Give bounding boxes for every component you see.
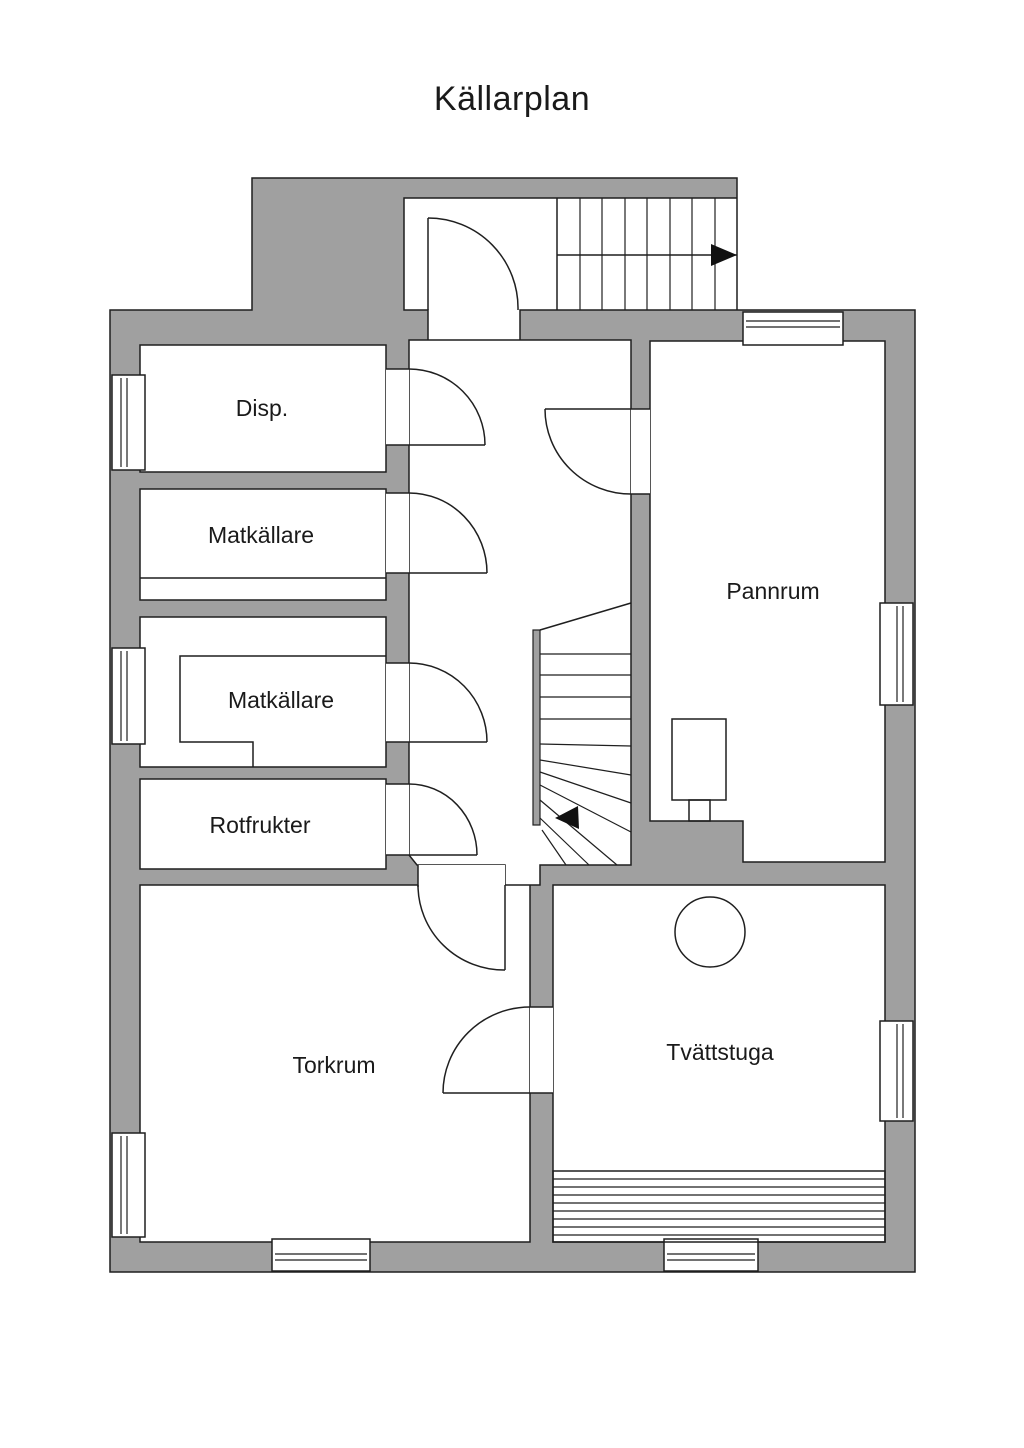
fixtures <box>140 577 886 1243</box>
plan-title: Källarplan <box>433 80 591 118</box>
entrance-door <box>427 217 519 311</box>
room-label-rotfrukter: Rotfrukter <box>210 812 311 838</box>
room-label-tvattstuga: Tvättstuga <box>666 1039 774 1065</box>
room-label-matkallare-2: Matkällare <box>228 687 334 713</box>
room-label-matkallare-1: Matkällare <box>208 522 314 548</box>
windows <box>111 311 914 1272</box>
entrance-stairs <box>556 198 737 310</box>
interior-stairs <box>532 602 632 866</box>
doors <box>386 368 650 1094</box>
room-label-disp: Disp. <box>236 395 288 421</box>
room-label-torkrum: Torkrum <box>292 1052 375 1078</box>
room-label-pannrum: Pannrum <box>726 578 819 604</box>
room-labels: Disp. Matkällare Matkällare Rotfrukter P… <box>208 395 820 1078</box>
